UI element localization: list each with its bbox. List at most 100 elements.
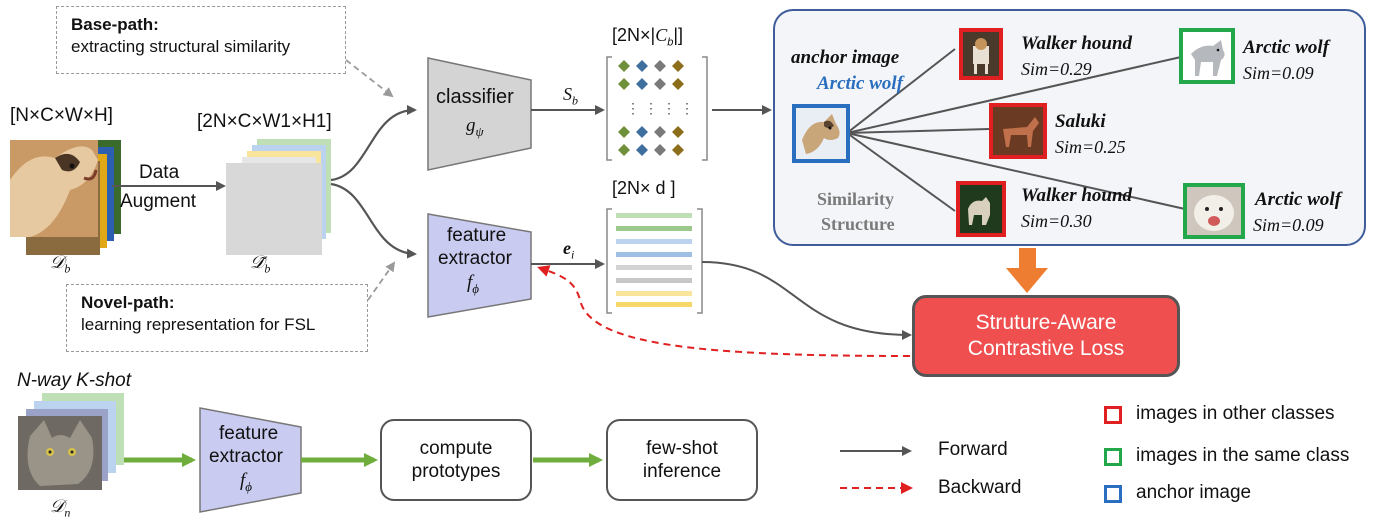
score-dims: [2N×|Cb|] <box>612 25 684 49</box>
score-cell-diamond <box>672 126 684 138</box>
classifier-shape <box>427 57 532 171</box>
svg-text:⋮: ⋮ <box>680 100 694 116</box>
walker-hound-image-2 <box>956 181 1006 237</box>
similarity-structure-label-1: Similarity <box>817 189 894 209</box>
inference-label-2: inference <box>642 461 722 482</box>
base-note-arrow <box>345 59 394 98</box>
sim-item-1-score: Sim=0.29 <box>1021 59 1092 79</box>
score-cell-diamond <box>618 78 630 90</box>
similarity-structure-label-2: Structure <box>821 214 895 234</box>
compute-prototypes-box: compute prototypes <box>380 419 532 501</box>
loss-label-2: Contrastive Loss <box>967 337 1125 360</box>
embedding-dims: [2N× d ] <box>612 178 676 198</box>
novel-extractor-label-2: extractor <box>209 446 283 467</box>
score-cell-diamond <box>654 144 666 156</box>
n-way-k-shot-label: N-way K-shot <box>17 370 132 391</box>
sim-item-2-name: Arctic wolf <box>1243 37 1330 58</box>
svg-text:⋮: ⋮ <box>626 100 640 116</box>
score-cell-diamond <box>672 60 684 72</box>
classifier-label: classifier <box>436 86 514 108</box>
extractor-symbol: fϕ <box>467 272 480 296</box>
legend-same-label: images in the same class <box>1136 445 1350 466</box>
similarity-structure-panel: anchor image Arctic wolf Walker hound Si… <box>773 9 1366 246</box>
structure-aware-contrastive-loss: Struture-Aware Contrastive Loss <box>912 295 1180 377</box>
augmented-dims: [2N×C×W1×H1] <box>197 111 332 132</box>
embedding-symbol: ei <box>563 238 575 262</box>
score-cell-diamond <box>654 60 666 72</box>
score-cell-diamond <box>636 126 648 138</box>
novel-image-stack <box>18 393 124 490</box>
walker-hound-image-1 <box>959 28 1003 80</box>
score-cell-diamond <box>618 144 630 156</box>
score-cell-diamond <box>654 126 666 138</box>
svg-text:⋮: ⋮ <box>644 100 658 116</box>
compute-label-1: compute <box>419 438 493 459</box>
score-cell-diamond <box>672 78 684 90</box>
novel-extractor-label-1: feature <box>219 423 279 444</box>
sim-item-4-score: Sim=0.30 <box>1021 211 1092 231</box>
similarity-edges <box>846 48 1186 212</box>
base-path-note: Base-path: extracting structural similar… <box>56 6 346 74</box>
branch-to-extractor <box>330 182 417 259</box>
extractor-label-2: extractor <box>438 248 512 269</box>
sim-item-2-score: Sim=0.09 <box>1243 63 1314 83</box>
input-image-stack <box>10 140 121 255</box>
score-cell-diamond <box>636 60 648 72</box>
legend-anchor-swatch <box>1104 485 1122 503</box>
input-dims: [N×C×W×H] <box>10 105 113 126</box>
score-cell-diamond <box>618 126 630 138</box>
feature-extractor-shape <box>427 213 532 318</box>
sim-item-1-name: Walker hound <box>1021 33 1133 54</box>
arctic-wolf-image-2 <box>1183 183 1245 239</box>
augmented-image-stack <box>226 139 331 255</box>
score-cell-diamond <box>636 144 648 156</box>
loss-label-1: Struture-Aware <box>975 311 1117 334</box>
legend-backward-label: Backward <box>938 477 1022 498</box>
backward-arrow <box>537 265 911 357</box>
score-cell-diamond <box>654 78 666 90</box>
legend-forward-label: Forward <box>938 439 1008 460</box>
inference-label-1: few-shot <box>646 438 718 459</box>
extractor-label-1: feature <box>447 225 507 246</box>
sim-item-4-name: Walker hound <box>1021 185 1133 206</box>
score-cell-diamond <box>636 78 648 90</box>
augment-label-1: Data <box>139 162 180 183</box>
few-shot-inference-box: few-shot inference <box>606 419 758 501</box>
compute-label-2: prototypes <box>411 461 501 482</box>
input-dataset-label: 𝒟b <box>50 252 71 276</box>
similarity-to-loss-arrow <box>1006 248 1048 293</box>
base-path-body: extracting structural similarity <box>71 37 291 56</box>
novel-note-arrow <box>367 261 396 301</box>
svg-text:⋮: ⋮ <box>662 100 676 116</box>
legend-other-swatch <box>1104 406 1122 424</box>
score-matrix: ⋮ ⋮ ⋮ ⋮ <box>606 56 708 161</box>
sim-item-3-name: Saluki <box>1055 111 1106 132</box>
legend-anchor-label: anchor image <box>1136 482 1252 503</box>
embedding-to-loss-arrow <box>701 261 912 340</box>
anchor-image <box>792 104 850 163</box>
legend-same-swatch <box>1104 448 1122 466</box>
branch-to-classifier <box>330 105 417 182</box>
arctic-wolf-image-1 <box>1179 28 1235 84</box>
anchor-image-title: anchor image <box>791 47 900 68</box>
saluki-image <box>989 103 1047 159</box>
novel-extractor-shape <box>199 407 302 513</box>
score-symbol: Sb <box>563 84 578 108</box>
novel-path-title: Novel-path: <box>81 293 175 312</box>
classifier-symbol: gψ <box>466 115 484 139</box>
score-cell-diamond <box>672 144 684 156</box>
base-path-title: Base-path: <box>71 15 159 34</box>
embedding-matrix <box>606 208 703 314</box>
score-cell-diamond <box>618 60 630 72</box>
anchor-class-label: Arctic wolf <box>817 73 904 94</box>
novel-dataset-label: 𝒟n <box>50 496 71 520</box>
sim-item-5-name: Arctic wolf <box>1255 189 1342 210</box>
novel-path-note: Novel-path: learning representation for … <box>66 284 368 352</box>
novel-extractor-symbol: fϕ <box>240 470 253 494</box>
sim-item-3-score: Sim=0.25 <box>1055 137 1126 157</box>
legend-other-label: images in other classes <box>1136 403 1335 424</box>
novel-path-body: learning representation for FSL <box>81 315 316 334</box>
augment-label-2: Augment <box>120 191 197 212</box>
